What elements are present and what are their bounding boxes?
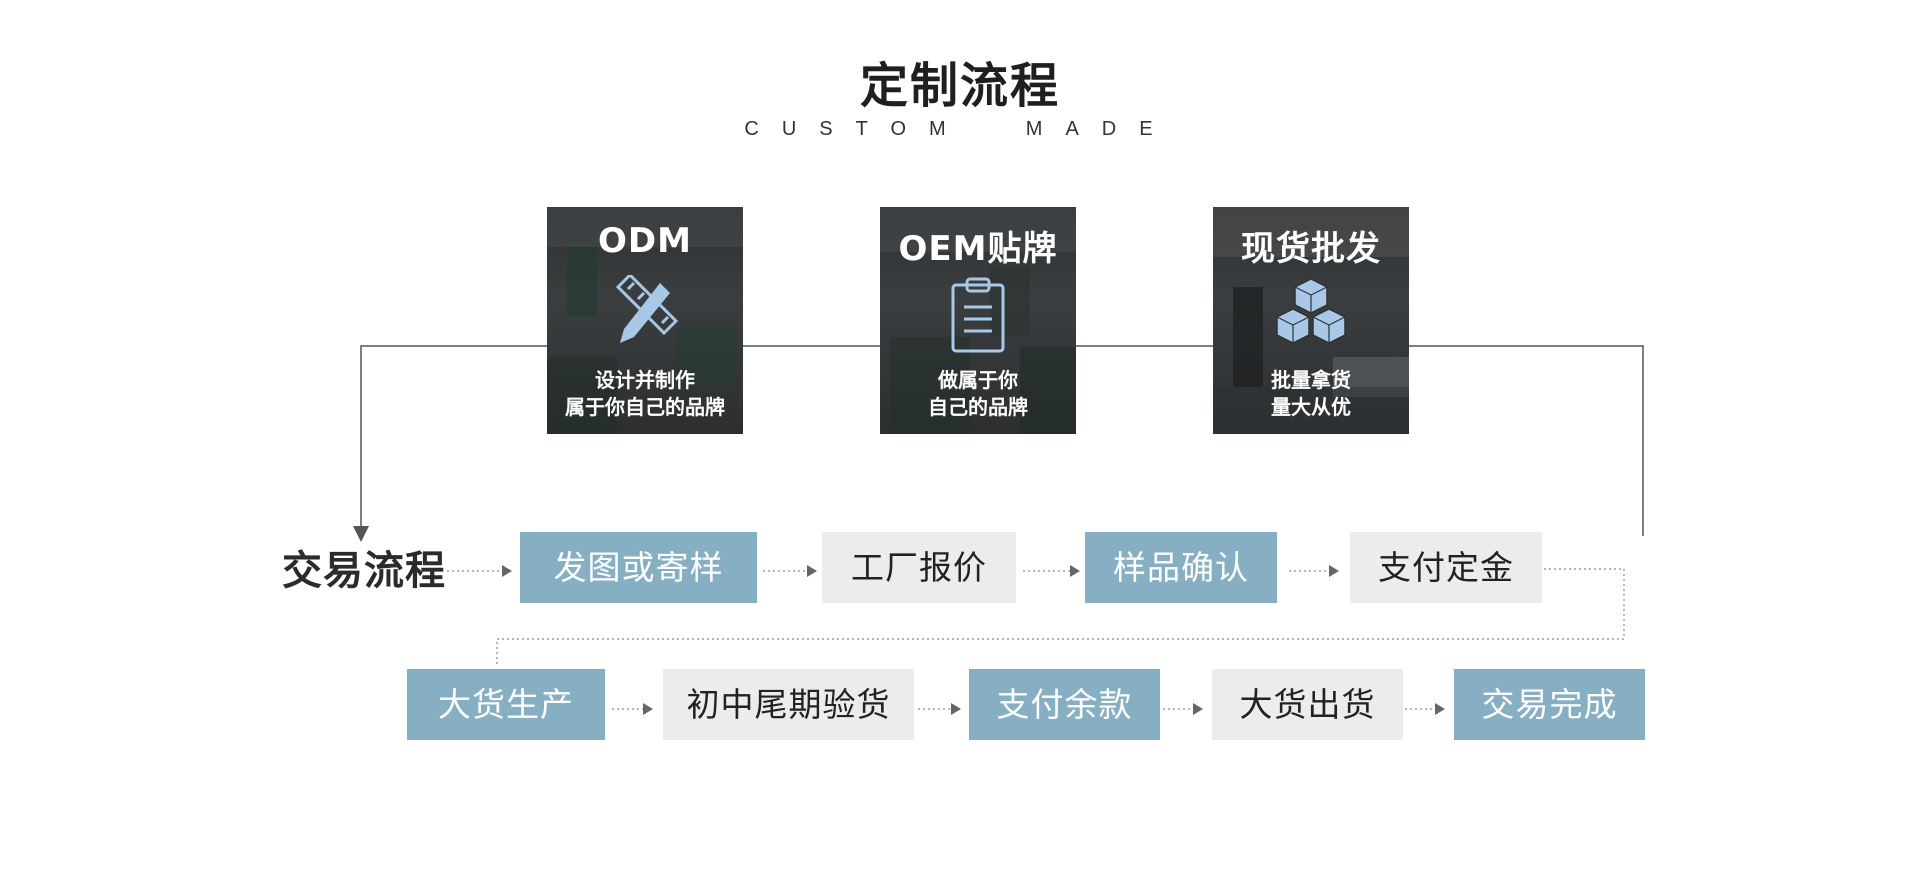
page-title: 定制流程: [859, 58, 1060, 114]
card-title: 现货批发: [1241, 229, 1381, 269]
flow-step-send-design: 发图或寄样: [520, 532, 757, 603]
service-card-odm[interactable]: ODM 设计并制作 属于你自己的品牌: [547, 207, 743, 434]
card-description: 批量拿货 量大从优: [1213, 367, 1409, 421]
card-description: 做属于你 自己的品牌: [880, 367, 1076, 421]
factory-photo-background: [1213, 207, 1409, 434]
pencil-ruler-icon: [615, 275, 679, 343]
service-card-wholesale[interactable]: 现货批发 批量拿货 量大从优: [1213, 207, 1409, 434]
flow-step-sample-confirm: 样品确认: [1085, 532, 1277, 603]
factory-photo-background: [547, 207, 743, 434]
flow-step-inspection: 初中尾期验货: [663, 669, 914, 740]
card-description: 设计并制作 属于你自己的品牌: [547, 367, 743, 421]
cubes-icon: [1276, 278, 1346, 344]
card-desc-line1: 批量拿货: [1271, 368, 1351, 392]
flow-step-factory-quote: 工厂报价: [822, 532, 1016, 603]
flow-step-complete: 交易完成: [1454, 669, 1645, 740]
card-title: OEM贴牌: [898, 229, 1058, 269]
page-subtitle: CUSTOM MADE: [744, 118, 1176, 140]
card-desc-line1: 做属于你: [938, 368, 1018, 392]
card-desc-line1: 设计并制作: [595, 368, 695, 392]
flow-label: 交易流程: [282, 548, 446, 594]
flow-step-pay-deposit: 支付定金: [1350, 532, 1542, 603]
card-desc-line2: 自己的品牌: [928, 395, 1028, 419]
flow-step-pay-balance: 支付余款: [969, 669, 1160, 740]
service-card-oem[interactable]: OEM贴牌 做属于你 自己的品牌: [880, 207, 1076, 434]
clipboard-icon: [951, 277, 1005, 353]
card-desc-line2: 量大从优: [1271, 395, 1351, 419]
flow-step-mass-production: 大货生产: [407, 669, 605, 740]
factory-photo-background: [880, 207, 1076, 434]
flow-step-shipment: 大货出货: [1212, 669, 1403, 740]
card-desc-line2: 属于你自己的品牌: [565, 395, 725, 419]
card-title: ODM: [598, 221, 692, 261]
